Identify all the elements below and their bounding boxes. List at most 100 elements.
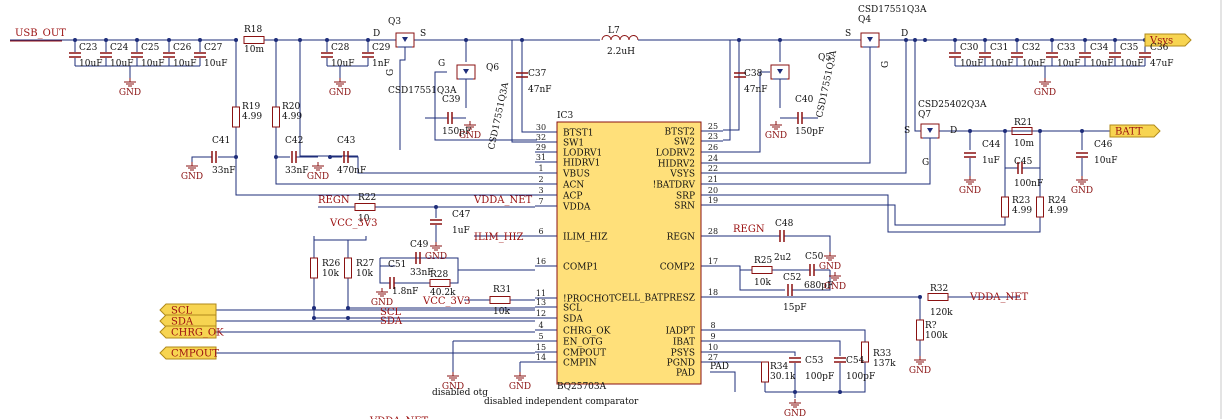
- wire: [723, 340, 841, 356]
- wire: [723, 40, 740, 131]
- cap-designator: C45: [1014, 157, 1033, 167]
- net-label-vcc: VCC_3V3: [422, 296, 470, 307]
- cap-value: 10uF: [204, 59, 228, 69]
- cap-designator: C48: [775, 219, 794, 229]
- res-designator: R34: [770, 362, 789, 372]
- pin-name: SRP: [676, 192, 695, 202]
- port-label: SCL: [171, 306, 193, 317]
- res-designator: R24: [1048, 196, 1067, 206]
- pin-name: SW1: [563, 139, 584, 149]
- capacitor: [949, 52, 961, 58]
- fet-pin: S: [904, 126, 910, 136]
- capacitor: [789, 357, 801, 363]
- gnd-symbol: [430, 242, 442, 251]
- capacitor: [734, 72, 746, 78]
- junction-dot: [968, 129, 972, 133]
- capacitor: [447, 112, 453, 124]
- pin-number: 17: [708, 257, 718, 266]
- gnd-label: GND: [307, 172, 329, 182]
- res-value: 10k: [754, 278, 771, 288]
- pin-number: 12: [536, 309, 546, 318]
- cap-designator: C54: [846, 356, 865, 366]
- pin-number: 30: [536, 123, 546, 132]
- resistor: [232, 106, 240, 128]
- wire: [235, 127, 535, 196]
- cap-value: 10uF: [990, 59, 1014, 69]
- cap-value: 10uF: [141, 59, 165, 69]
- capacitor: [415, 252, 421, 264]
- cap-value: 47nF: [528, 85, 552, 95]
- junction-dot: [953, 38, 957, 42]
- cap-value: 1uF: [452, 226, 470, 236]
- junction-dot: [274, 38, 278, 42]
- res-designator: R26: [322, 259, 341, 269]
- cap-value: 10uF: [79, 59, 103, 69]
- inductor: [601, 35, 639, 41]
- wire: [739, 270, 785, 291]
- cap-designator: C42: [285, 136, 303, 146]
- note-disabled-comparator: disabled independent comparator: [484, 397, 639, 407]
- resistor: [243, 36, 265, 44]
- capacitor: [389, 277, 395, 289]
- cap-value: 33nF: [410, 268, 434, 278]
- pin-name: SDA: [563, 315, 583, 325]
- gnd-label: GND: [459, 131, 481, 141]
- res-designator: R25: [754, 256, 773, 266]
- pin-name: HIDRV1: [563, 159, 600, 169]
- res-value: 4.99: [242, 112, 262, 122]
- cap-value: 100nF: [1014, 179, 1043, 189]
- cap-value: 470nF: [337, 166, 366, 176]
- cap-designator: C44: [982, 140, 1001, 150]
- net-label-regn: REGN: [318, 195, 350, 206]
- capacitor: [194, 52, 206, 58]
- capacitor: [1011, 52, 1023, 58]
- res-value: 4.99: [1048, 206, 1068, 216]
- cap-designator: C37: [528, 69, 547, 79]
- capacitor: [69, 52, 81, 58]
- res-value: 4.99: [282, 112, 302, 122]
- resistor: [751, 266, 773, 274]
- wire: [723, 40, 907, 174]
- cap-value: 1nF: [372, 59, 390, 69]
- res-value: 10: [358, 214, 370, 224]
- res-designator: R22: [358, 193, 376, 203]
- cap-designator: C53: [805, 356, 824, 366]
- pin-name: CHRG_OK: [563, 327, 611, 337]
- gnd-symbol: [914, 356, 926, 365]
- fet-designator: Q3: [388, 17, 401, 27]
- capacitor: [343, 151, 349, 163]
- cap-designator: C49: [410, 240, 429, 250]
- resistor: [927, 293, 949, 301]
- resistor: [310, 257, 318, 279]
- port-label: Vsys: [1149, 36, 1173, 47]
- wire: [275, 127, 535, 185]
- junction-dot: [234, 38, 238, 42]
- pin-number: 24: [708, 154, 718, 163]
- capacitor: [964, 152, 976, 158]
- wire: [723, 40, 731, 141]
- res-designator: R31: [493, 285, 511, 295]
- capacitor: [809, 264, 815, 276]
- cap-value: 47uF: [1150, 59, 1174, 69]
- pin-number: 3: [538, 186, 543, 195]
- gnd-symbol: [829, 272, 841, 281]
- pin-number: 6: [538, 227, 543, 236]
- resistor: [916, 319, 924, 341]
- res-designator: R33: [873, 349, 892, 359]
- pin-name: SCL: [563, 304, 582, 314]
- junction-dot: [1003, 129, 1007, 133]
- fet-pin: D: [950, 126, 957, 136]
- cap-value: 10uF: [1090, 59, 1114, 69]
- pin-name: LODRV2: [656, 149, 695, 159]
- junction-dot: [346, 306, 350, 310]
- pin-name: COMP1: [563, 263, 598, 273]
- fet-pin: D: [373, 29, 380, 39]
- junction-dot: [913, 38, 917, 42]
- gnd-label: GND: [425, 252, 447, 262]
- wire: [299, 40, 358, 157]
- wire: [521, 40, 537, 133]
- mosfet: [860, 32, 880, 53]
- res-value: 30.1k: [770, 372, 796, 382]
- cap-designator: C47: [452, 210, 471, 220]
- wire: [313, 236, 367, 241]
